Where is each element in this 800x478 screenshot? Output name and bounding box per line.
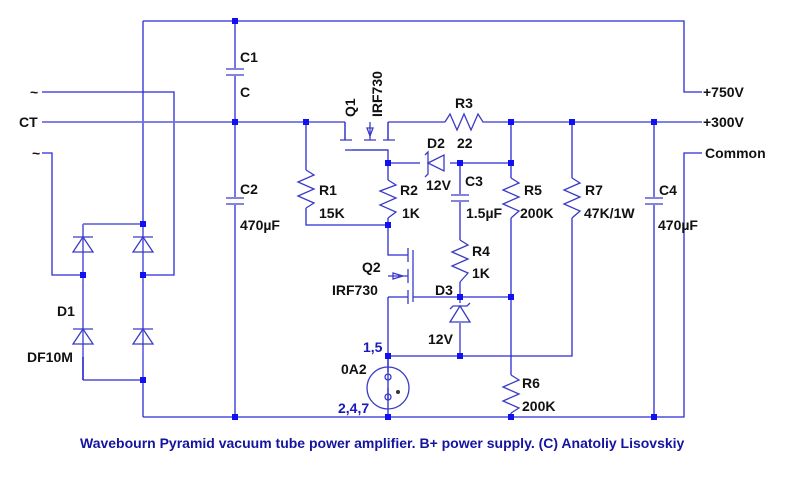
- junction: [140, 377, 146, 383]
- c2-value: 470µF: [240, 217, 280, 233]
- resistor-r4: [450, 239, 470, 283]
- c4-value: 470µF: [658, 217, 698, 233]
- r5-ref: R5: [524, 182, 542, 198]
- junction: [457, 294, 463, 300]
- junctions: [80, 18, 657, 420]
- c1-value: C: [240, 84, 250, 100]
- resistor-r3: [444, 112, 487, 132]
- junction: [80, 272, 86, 278]
- r3-value: 22: [457, 135, 473, 151]
- mosfet-q2: [388, 248, 414, 304]
- junction: [651, 414, 657, 420]
- resistor-r1: [296, 169, 316, 209]
- oa2-pins-bottom: 2,4,7: [338, 400, 369, 416]
- d1-value: DF10M: [27, 349, 73, 365]
- capacitor-c1: [226, 68, 244, 76]
- junction: [385, 222, 391, 228]
- wire-r1: [305, 122, 388, 226]
- junction: [232, 414, 238, 420]
- terminal-ac1-label: ~: [30, 84, 38, 100]
- c1-ref: C1: [240, 49, 258, 65]
- c3-ref: C3: [465, 173, 483, 189]
- r4-ref: R4: [472, 243, 490, 259]
- wires: [42, 20, 702, 418]
- oa2-tube: [366, 366, 410, 410]
- diode-icon: [131, 235, 155, 253]
- mosfet-q1: [340, 122, 395, 151]
- capacitor-c4: [645, 197, 663, 205]
- terminal-hv-label: +750V: [703, 84, 745, 100]
- junction: [140, 272, 146, 278]
- wire-hv-rail: [143, 20, 702, 93]
- wire-q2: [387, 225, 511, 400]
- terminal-ac2-label: ~: [32, 145, 40, 161]
- zener-diode-d2: [424, 150, 445, 178]
- wire-ground-rail: [143, 152, 702, 418]
- resistor-r2: [378, 179, 398, 219]
- r7-ref: R7: [585, 182, 603, 198]
- wire-ac2: [42, 152, 83, 276]
- zener-diode-d3: [448, 302, 472, 323]
- r4-value: 1K: [472, 265, 490, 281]
- diode-icon: [131, 327, 155, 345]
- d2-ref: D2: [427, 135, 445, 151]
- junction: [232, 119, 238, 125]
- d3-ref: D3: [435, 282, 453, 298]
- r6-value: 200K: [522, 398, 555, 414]
- junction: [385, 160, 391, 166]
- r7-value: 47K/1W: [584, 205, 635, 221]
- r3-ref: R3: [455, 95, 473, 111]
- junction: [508, 294, 514, 300]
- junction: [651, 119, 657, 125]
- terminal-ct-label: CT: [19, 114, 38, 130]
- wire-bridge-bottom: [82, 357, 144, 417]
- q1-value: IRF730: [369, 71, 385, 117]
- junction: [140, 221, 146, 227]
- q2-ref: Q2: [362, 259, 381, 275]
- capacitor-c3: [451, 194, 469, 202]
- bridge-rectifier-d1: [71, 235, 155, 345]
- junction: [457, 353, 463, 359]
- junction: [569, 119, 575, 125]
- r2-ref: R2: [400, 182, 418, 198]
- terminal-b-plus-label: +300V: [703, 114, 745, 130]
- c2-ref: C2: [240, 181, 258, 197]
- junction: [385, 414, 391, 420]
- c4-ref: C4: [659, 182, 677, 198]
- junction: [385, 353, 391, 359]
- d2-value: 12V: [426, 177, 452, 193]
- junction: [457, 160, 463, 166]
- diode-icon: [71, 327, 95, 345]
- q1-ref: Q1: [342, 98, 358, 117]
- junction: [232, 18, 238, 24]
- q2-value: IRF730: [332, 282, 378, 298]
- oa2-ref: 0A2: [341, 361, 367, 377]
- junction: [508, 160, 514, 166]
- resistor-r5: [501, 177, 521, 219]
- wire-r7: [388, 122, 573, 357]
- r2-value: 1K: [402, 205, 420, 221]
- terminal-common-label: Common: [705, 145, 766, 161]
- capacitor-c2: [226, 197, 244, 205]
- wire-ac1: [42, 91, 175, 276]
- d3-value: 12V: [428, 331, 454, 347]
- r1-ref: R1: [319, 182, 337, 198]
- diode-icon: [71, 235, 95, 253]
- junction: [508, 119, 514, 125]
- r6-ref: R6: [522, 375, 540, 391]
- resistor-r6: [501, 374, 521, 414]
- junction: [303, 119, 309, 125]
- oa2-pins-top: 1,5: [363, 339, 383, 355]
- r5-value: 200K: [520, 205, 553, 221]
- d1-ref: D1: [57, 303, 75, 319]
- c3-value: 1.5µF: [466, 205, 503, 221]
- r1-value: 15K: [319, 205, 345, 221]
- resistor-r7: [562, 177, 582, 219]
- junction: [508, 414, 514, 420]
- schematic-caption: Wavebourn Pyramid vacuum tube power ampl…: [80, 435, 685, 451]
